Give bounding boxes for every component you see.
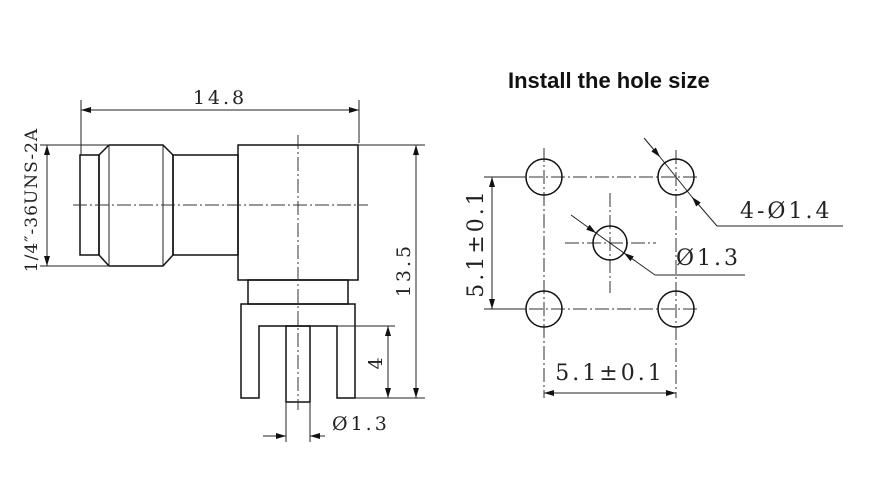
center-hole-label: Ø1.3 — [676, 246, 741, 271]
mounting-hole — [657, 290, 695, 328]
pin-diameter-label: Ø1.3 — [332, 413, 390, 435]
center-hole — [592, 225, 628, 261]
outer-holes-label: 4-Ø1.4 — [740, 199, 832, 224]
length-dimension-label: 14.8 — [193, 87, 247, 109]
vertical-spacing-label: 5.1±0.1 — [464, 188, 489, 297]
thread-spec-label: 1/4″-36UNS-2A — [22, 128, 42, 272]
side-view: 14.8 1/4″-36UNS-2A 13.5 4 Ø1.3 — [22, 87, 425, 442]
height-dimension-label: 13.5 — [393, 243, 415, 297]
mounting-hole — [657, 158, 695, 196]
horizontal-spacing-label: 5.1±0.1 — [555, 361, 664, 386]
pin-length-label: 4 — [365, 354, 387, 369]
hole-size-title: Install the hole size — [508, 68, 710, 93]
hole-layout: 4-Ø1.4 Ø1.3 5.1±0.1 5.1±0.1 — [464, 137, 843, 398]
